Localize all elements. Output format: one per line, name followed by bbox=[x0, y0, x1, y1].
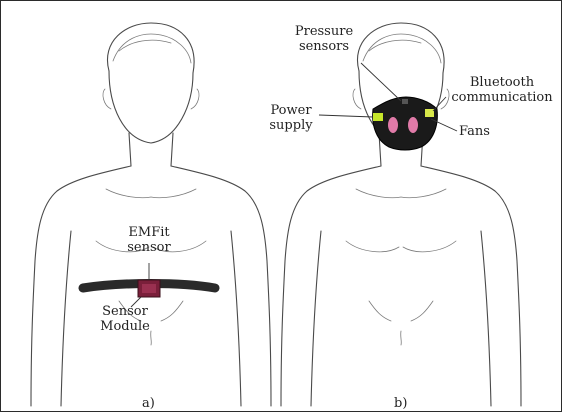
bluetooth-label: Bluetooth communication bbox=[447, 75, 557, 105]
emfit-label-line2: sensor bbox=[119, 240, 179, 255]
pressure-leader bbox=[361, 63, 401, 101]
power-label: Power supply bbox=[263, 103, 319, 133]
power-leader bbox=[319, 115, 373, 117]
power-label-line2: supply bbox=[263, 118, 319, 133]
fan-right bbox=[408, 117, 418, 133]
pressure-label-line2: sensors bbox=[289, 39, 359, 54]
bluetooth-label-line1: Bluetooth bbox=[447, 75, 557, 90]
emfit-label: EMFit sensor bbox=[119, 225, 179, 255]
face-mask bbox=[373, 97, 438, 150]
fan-left bbox=[388, 117, 398, 133]
person-a-outline bbox=[31, 23, 271, 406]
power-label-line1: Power bbox=[263, 103, 319, 118]
module-label-line2: Module bbox=[95, 319, 155, 334]
pressure-sensor-unit bbox=[402, 99, 408, 104]
emfit-sensor-pad bbox=[142, 284, 156, 293]
pressure-label: Pressure sensors bbox=[289, 24, 359, 54]
pressure-label-line1: Pressure bbox=[289, 24, 359, 39]
module-label: Sensor Module bbox=[95, 304, 155, 334]
power-supply-unit bbox=[373, 113, 383, 121]
caption-a: a) bbox=[142, 396, 155, 411]
fans-label: Fans bbox=[459, 124, 490, 139]
emfit-label-line1: EMFit bbox=[119, 225, 179, 240]
caption-b: b) bbox=[394, 396, 407, 411]
module-label-line1: Sensor bbox=[95, 304, 155, 319]
bluetooth-label-line2: communication bbox=[447, 90, 557, 105]
bluetooth-unit bbox=[425, 109, 434, 117]
